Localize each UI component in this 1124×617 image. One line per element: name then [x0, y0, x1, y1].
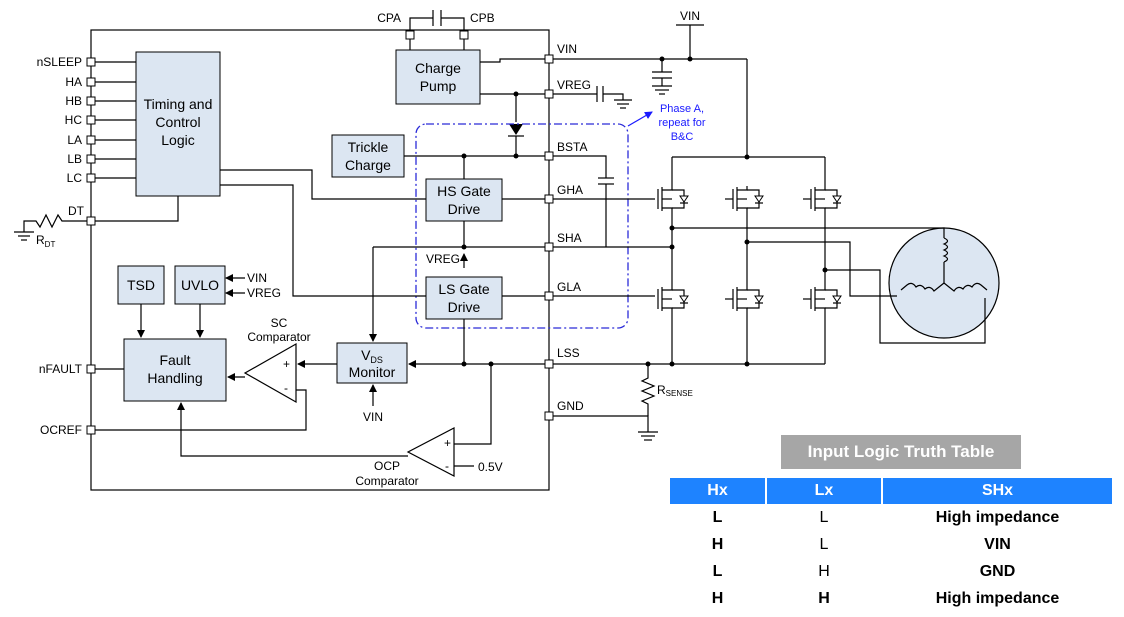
motor: [672, 227, 1000, 344]
charge-pump-block: Charge Pump CPA CPB: [377, 10, 495, 105]
cpb-label: CPB: [470, 11, 495, 25]
pin-ha-label: HA: [65, 75, 82, 89]
svg-text:UVLO: UVLO: [181, 277, 219, 293]
pin-bsta-label: BSTA: [557, 140, 587, 154]
rdt-label: RDT: [36, 233, 55, 249]
pin-la-label: LA: [67, 133, 82, 147]
right-pins: VIN VREG BSTA GHA SHA GLA LSS GND: [544, 42, 591, 421]
svg-text:RSENSE: RSENSE: [657, 383, 693, 398]
hs-gate-drive-block: HS Gate Drive: [425, 178, 503, 222]
vreg-internal-label: VREG: [426, 252, 460, 266]
pin-hb-label: HB: [65, 94, 82, 108]
phase-note: Phase A, repeat for B&C: [658, 103, 705, 143]
svg-text:SC: SC: [271, 316, 288, 330]
svg-text:Handling: Handling: [147, 370, 202, 386]
svg-text:LS Gate: LS Gate: [438, 281, 490, 297]
left-pins: nSLEEP HA HB HC LA LB LC DT nFAULT OCREF: [37, 55, 96, 437]
svg-text:Drive: Drive: [448, 299, 481, 315]
pin-gha-label: GHA: [557, 183, 583, 197]
svg-text:Drive: Drive: [448, 201, 481, 217]
svg-text:Comparator: Comparator: [355, 474, 418, 488]
pin-vreg-label: VREG: [557, 78, 591, 92]
svg-text:Timing and: Timing and: [144, 96, 213, 112]
svg-text:B&C: B&C: [671, 131, 694, 143]
svg-text:TSD: TSD: [127, 277, 155, 293]
rdt-resistor: RDT: [14, 213, 87, 249]
svg-text:Trickle: Trickle: [348, 139, 389, 155]
truth-header-lx: Lx: [767, 478, 881, 504]
mosfet-lb: [725, 286, 764, 312]
svg-text:Control: Control: [155, 114, 200, 130]
uvlo-vin-label: VIN: [247, 271, 267, 285]
mosfet-hb: [725, 186, 764, 212]
pin-dt-label: DT: [68, 204, 85, 218]
svg-text:+: +: [283, 357, 290, 371]
pin-hc-label: HC: [65, 113, 83, 127]
pin-lb-label: LB: [67, 152, 82, 166]
pin-sha-label: SHA: [557, 231, 582, 245]
svg-text:Phase A,: Phase A,: [660, 103, 704, 115]
pin-gla-label: GLA: [557, 280, 581, 294]
vreg-cap: [553, 86, 632, 109]
trickle-charge-block: Trickle Charge: [331, 134, 405, 178]
svg-text:VDS: VDS: [361, 347, 383, 365]
pin-vin-label: VIN: [557, 42, 577, 56]
svg-text:Charge: Charge: [415, 60, 461, 76]
input-wires: [95, 61, 179, 222]
table-row: H H High impedance: [711, 589, 1060, 607]
pin-lss-label: LSS: [557, 346, 580, 360]
boot-diode: [508, 124, 524, 156]
svg-text:OCP: OCP: [374, 459, 400, 473]
svg-text:Pump: Pump: [420, 78, 457, 94]
sense-wires: [553, 363, 825, 441]
ocp-comparator: + - OCP Comparator 0.5V: [355, 427, 503, 488]
mosfet-lc: [803, 286, 842, 312]
mosfet-hc: [803, 186, 842, 212]
fault-handling-block: Fault Handling: [123, 338, 227, 402]
mosfet-ha: [657, 186, 689, 212]
table-row: H L VIN: [711, 535, 1011, 553]
svg-text:Fault: Fault: [159, 352, 190, 368]
table-row: L L High impedance: [712, 508, 1060, 526]
svg-text:+: +: [444, 436, 451, 450]
svg-text:-: -: [284, 381, 288, 395]
bootstrap-cap: [553, 155, 614, 247]
pin-ocref-label: OCREF: [40, 423, 82, 437]
gate-drive-wires: [220, 155, 545, 364]
mosfet-la: [657, 286, 689, 312]
svg-text:HS Gate: HS Gate: [437, 183, 491, 199]
pin-gnd-label: GND: [557, 399, 584, 413]
svg-text:Charge: Charge: [345, 157, 391, 173]
uvlo-vreg-label: VREG: [247, 286, 281, 300]
timing-control-block: Timing and Control Logic: [135, 51, 221, 197]
truth-header-hx: Hx: [670, 478, 765, 504]
truth-header-shx: SHx: [883, 478, 1112, 504]
truth-table-title: Input Logic Truth Table: [781, 435, 1021, 469]
charge-pump-wires: [480, 58, 545, 122]
tsd-block: TSD: [117, 265, 165, 305]
svg-text:-: -: [445, 459, 449, 473]
rsense-resistor: RSENSE: [640, 364, 693, 416]
ls-gate-drive-block: LS Gate Drive: [425, 276, 503, 320]
vin-top-label: VIN: [680, 9, 700, 23]
vds-monitor-block: VDS Monitor: [336, 342, 408, 384]
uvlo-block: UVLO: [174, 265, 226, 305]
sc-comparator: + - SC Comparator: [243, 316, 311, 404]
pin-nsleep-label: nSLEEP: [37, 55, 82, 69]
svg-text:Logic: Logic: [161, 132, 194, 148]
pin-nfault-label: nFAULT: [39, 362, 83, 376]
bridge-rails: [553, 156, 826, 364]
cpa-label: CPA: [377, 11, 401, 25]
vds-vin-label: VIN: [363, 410, 383, 424]
svg-text:repeat for: repeat for: [658, 117, 705, 129]
svg-text:Comparator: Comparator: [247, 330, 310, 344]
svg-text:Monitor: Monitor: [349, 364, 396, 380]
phase-a-boundary: [415, 123, 629, 329]
ic-outline: [90, 29, 550, 491]
pin-lc-label: LC: [67, 171, 83, 185]
table-row: L H GND: [712, 562, 1016, 580]
svg-text:0.5V: 0.5V: [478, 460, 503, 474]
